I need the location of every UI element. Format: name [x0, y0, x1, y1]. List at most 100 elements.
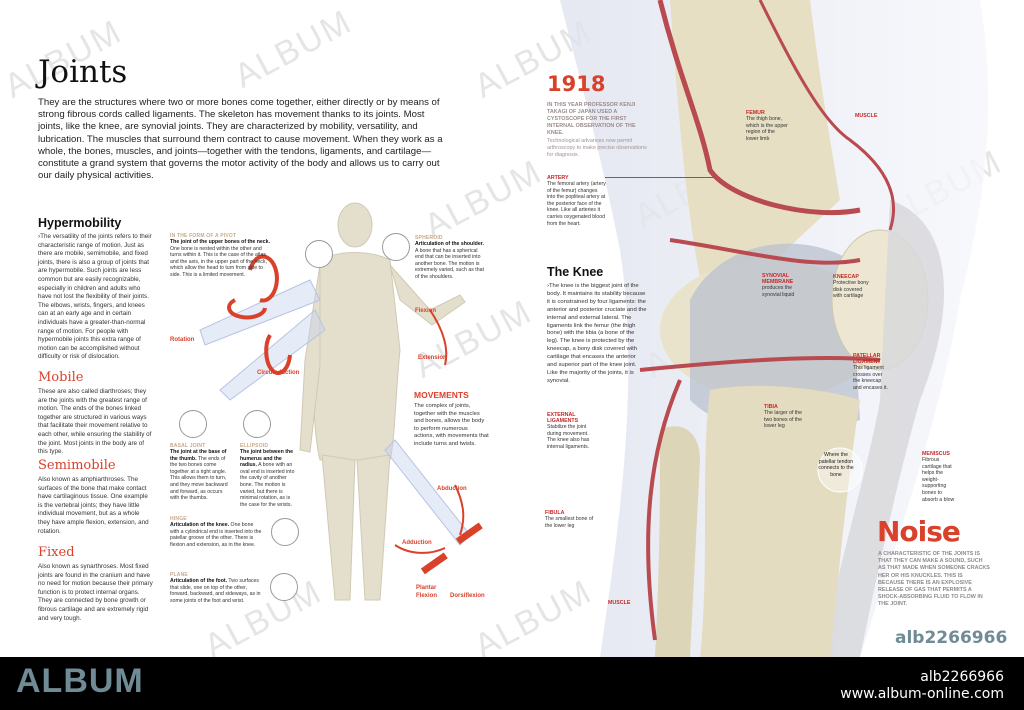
label-muscle-bottom: MUSCLE [608, 600, 631, 606]
joint-lead: Articulation of the shoulder. [415, 241, 484, 247]
basal-joint-icon [179, 410, 207, 438]
watermark-image-id: alb2266966 [895, 628, 1008, 648]
ghost-arm [219, 309, 326, 401]
artery-branch [646, 379, 682, 641]
joint-ellipsoid: ELLIPSOID The joint between the humerus … [240, 443, 298, 508]
section-heading: Semimobile [38, 458, 116, 473]
joint-text: Two surfaces that slide, one on top of t… [170, 578, 261, 604]
body-figure [199, 202, 483, 601]
footer-url-link[interactable]: www.album-online.com [840, 686, 1004, 702]
label-muscle-top: MUSCLE [855, 113, 878, 119]
footer-bar [0, 657, 1024, 710]
label-text: Fibrous cartilage that helps the weight-… [922, 457, 955, 503]
label-artery: ARTERY The femoral artery (artery of the… [547, 175, 607, 227]
joint-text: One bone with a cylindrical end is inser… [170, 522, 262, 548]
leg-right [321, 454, 356, 601]
label-title: MENISCUS [922, 451, 950, 457]
section-text: Also known as synarthroses. Most fixed j… [38, 563, 153, 622]
label-femur: FEMUR The thigh bone, which is the upper… [746, 110, 788, 142]
section-mobile: Mobile These are also called diarthroses… [38, 370, 153, 457]
joint-pivot: IN THE FORM OF A PIVOT The joint of the … [170, 233, 270, 279]
ellipsoid-joint-icon [243, 410, 271, 438]
section-heading: Fixed [38, 545, 75, 560]
label-text: Protective bony disk covered with cartil… [833, 280, 869, 300]
joint-basal: BASAL JOINT The joint at the base of the… [170, 443, 230, 502]
abduction-arrow [454, 484, 465, 536]
joint-lead: The joint of the upper bones of the neck… [170, 239, 271, 245]
joint-hinge: HINGE Articulation of the knee. One bone… [170, 516, 262, 548]
joint-tag: SPHEROID [415, 235, 443, 241]
joint-lead: Articulation of the knee. [170, 522, 230, 528]
joint-text: A bone with an oval end is inserted into… [240, 462, 295, 508]
label-patellar-ligament: PATELLAR LIGAMENT This ligament crosses … [853, 353, 891, 391]
movements-text: The complex of joints, together with the… [414, 403, 489, 447]
label-abduction: Abduction [437, 486, 467, 492]
fibula-bone [655, 426, 700, 657]
label-title: EXTERNAL LIGAMENTS [547, 412, 579, 424]
label-text: This ligament crosses over the kneecap a… [853, 365, 888, 391]
synovial-membrane [690, 243, 860, 434]
label-title: FIBULA [545, 510, 565, 516]
artery-branch [639, 356, 881, 372]
spheroid-joint-icon [382, 233, 410, 261]
album-logo[interactable]: ALBUM [16, 662, 144, 700]
hinge-joint-icon [271, 518, 299, 546]
label-meniscus: MENISCUS Fibrous cartilage that helps th… [922, 451, 958, 503]
section-hypermobility: Hypermobility ›The versatility of the jo… [38, 216, 153, 362]
label-dorsiflexion: Dorsiflexion [450, 593, 485, 599]
head [337, 202, 373, 248]
noise-text: A CHARACTERISTIC OF THE JOINTS IS THAT T… [878, 551, 990, 608]
joint-lead: Articulation of the foot. [170, 578, 228, 584]
label-external-ligaments: EXTERNAL LIGAMENTS Stabilize the joint d… [547, 412, 597, 450]
section-semimobile: Semimobile Also known as amphiarthroses.… [38, 458, 153, 536]
tibia-bone [700, 385, 860, 657]
section-heading: Mobile [38, 370, 84, 385]
artery-branch [758, 0, 896, 231]
label-tibia: TIBIA The larger of the two bones of the… [764, 404, 806, 430]
femur-bone [670, 0, 840, 320]
joint-text: The ends of the two bones come together … [170, 455, 228, 502]
tendon-circle [817, 447, 863, 493]
torso [313, 252, 401, 461]
joint-tag: IN THE FORM OF A PIVOT [170, 233, 237, 239]
joint-spheroid: SPHEROID Articulation of the shoulder. A… [415, 235, 487, 281]
adduction-arrow [394, 544, 446, 554]
label-text: The smallest bone of the lower leg [545, 516, 594, 529]
label-text: The femoral artery (artery of the femur)… [547, 181, 606, 227]
label-text: The thigh bone, which is the upper regio… [746, 116, 788, 142]
label-kneecap: KNEECAP Protective bony disk covered wit… [833, 274, 869, 300]
joint-plane: PLANE Articulation of the foot. Two surf… [170, 572, 262, 604]
joint-text: A bone that has a spherical end that can… [415, 247, 484, 280]
joint-tag: PLANE [170, 572, 188, 578]
artery [657, 0, 861, 216]
movements-heading: MOVEMENTS [414, 390, 469, 400]
joint-text: One bone is nested within the other and … [170, 245, 267, 278]
footer-image-id: alb2266966 [920, 669, 1004, 685]
knee-text: ›The knee is the biggest joint of the bo… [547, 283, 647, 384]
joint-tag: ELLIPSOID [240, 443, 269, 449]
knee-illustration [560, 0, 989, 657]
joint-tag: BASAL JOINT [170, 443, 206, 449]
movements-box: MOVEMENTS The complex of joints, togethe… [414, 390, 489, 449]
knee-section: The Knee ›The knee is the biggest joint … [547, 265, 647, 386]
joint-lead: The joint between the humerus and the ra… [240, 449, 294, 469]
label-fibula: FIBULA The smallest bone of the lower le… [545, 510, 595, 529]
label-adduction: Adduction [402, 540, 432, 546]
pivot-joint-icon [305, 240, 333, 268]
section-text: Also known as amphiarthroses. The surfac… [38, 476, 149, 535]
year-text-bold: IN THIS YEAR PROFESSOR KENJI TAKAGI OF J… [547, 102, 636, 136]
ghost-leg [384, 439, 471, 546]
label-rotation: Rotation [170, 337, 195, 343]
label-title: SYNOVIAL MEMBRANE [762, 273, 794, 285]
section-fixed: Fixed Also known as synarthroses. Most f… [38, 545, 153, 623]
watermark: ALBUM [228, 2, 359, 96]
joint-tag: HINGE [170, 516, 187, 522]
flexion-arrow [429, 309, 448, 366]
label-circumduction: Circumduction [257, 370, 300, 376]
label-extension: Extension [418, 355, 447, 361]
section-heading: Hypermobility [38, 216, 122, 230]
plane-joint-icon [270, 573, 298, 601]
arm-right [299, 264, 321, 453]
label-title: PATELLAR LIGAMENT [853, 353, 881, 365]
section-text: ›The versatility of the joints refers to… [38, 233, 152, 361]
